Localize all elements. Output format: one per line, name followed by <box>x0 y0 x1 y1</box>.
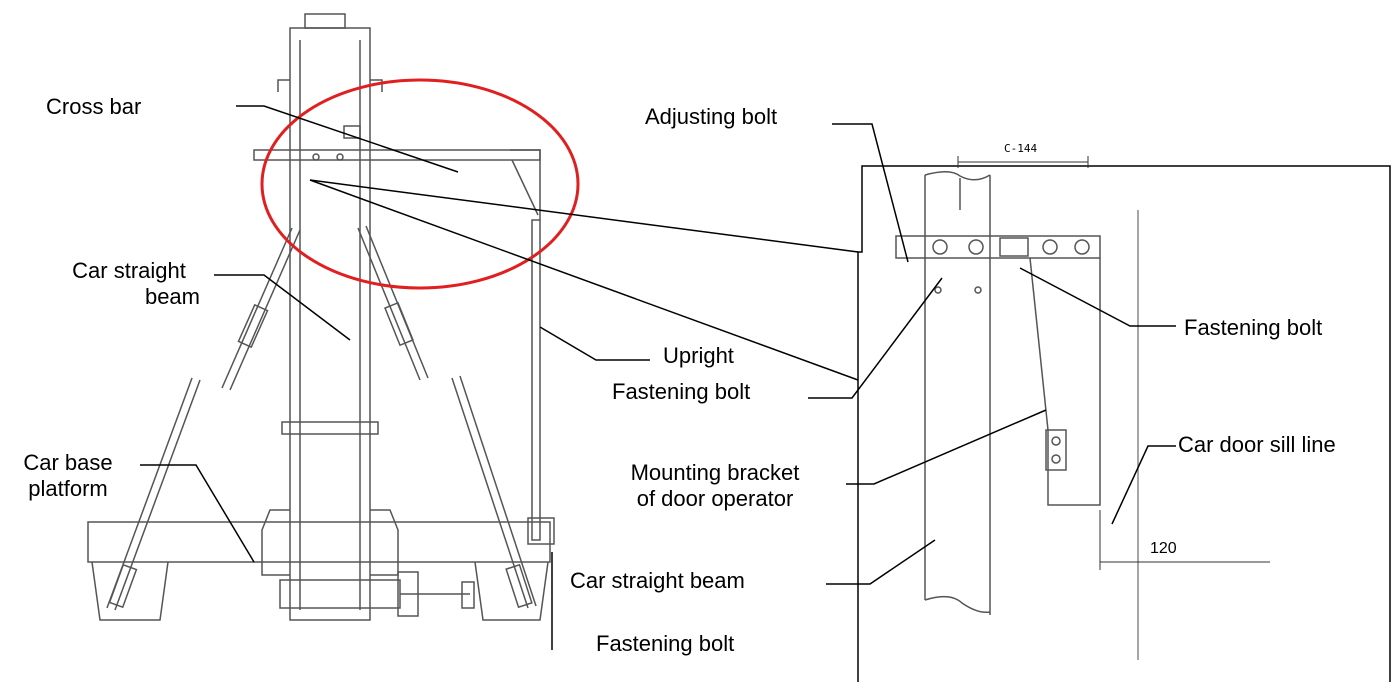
label-car-base-platform: Car base platform <box>6 450 130 502</box>
beam-top-right-bracket <box>370 79 383 92</box>
leader-adjusting-bolt <box>832 123 909 263</box>
pull-rod-upper-right <box>357 227 421 381</box>
turnbuckle-lower-right <box>505 563 533 609</box>
leader-fastening-bolt-right <box>1019 267 1176 327</box>
platform-left-foot <box>91 561 169 621</box>
label-car-door-sill-line: Car door sill line <box>1178 432 1336 457</box>
leader-zoom-lower <box>309 179 859 381</box>
detail-beam-top-break <box>924 171 991 181</box>
cross-bar-bolt-block <box>343 125 361 139</box>
car-frame-drawing <box>87 13 555 621</box>
label-cross-bar: Cross bar <box>46 94 142 119</box>
base-gusset-right <box>370 509 399 576</box>
cross-bar-gusset <box>511 159 539 216</box>
leader-car-base-platform <box>140 464 255 563</box>
beam-top-left-bracket <box>277 79 290 92</box>
pull-rod-lower-right-b <box>459 375 537 607</box>
pull-rod-upper-right-b <box>365 225 429 379</box>
label-car-straight-beam-left-line2: beam <box>144 284 200 309</box>
detail-adjusting-block <box>999 237 1029 257</box>
detail-bolt-1 <box>932 239 948 255</box>
beam-top-cap <box>304 13 346 29</box>
detail-beam-bottom-break <box>924 595 991 614</box>
label-mounting-bracket: Mounting bracket of door operator <box>588 460 842 512</box>
label-car-base-platform-line1: Car base <box>23 450 113 475</box>
beam-clamp-band <box>281 421 379 435</box>
highlight-ellipse <box>260 78 580 290</box>
leader-cross-bar <box>236 105 459 173</box>
base-gusset-left <box>261 509 290 576</box>
detail-frame <box>857 165 1391 682</box>
label-mounting-bracket-line2: of door operator <box>636 486 794 511</box>
cross-bar-hole-2 <box>336 153 344 161</box>
leader-car-straight-beam-right <box>826 539 936 585</box>
detail-bolt-2 <box>968 239 984 255</box>
dimension-sill-offset: 120 <box>1150 540 1177 557</box>
label-fastening-bolt-bottom: Fastening bolt <box>596 631 735 656</box>
label-adjusting-bolt: Adjusting bolt <box>645 104 778 129</box>
safety-gear-collar <box>397 571 419 617</box>
turnbuckle-lower-left <box>108 563 138 609</box>
detail-hole-2 <box>974 286 982 294</box>
label-fastening-bolt-right: Fastening bolt <box>1184 315 1323 340</box>
turnbuckle-upper-right <box>384 301 414 347</box>
label-car-base-platform-line2: platform <box>28 476 108 501</box>
label-upright: Upright <box>663 343 734 368</box>
car-base-platform-shape <box>87 521 551 563</box>
label-car-straight-beam-left-line1: Car straight <box>72 258 186 283</box>
leader-car-door-sill-line <box>1111 445 1176 525</box>
leader-fastening-bolt-middle <box>808 277 943 399</box>
upright-shape <box>531 219 541 541</box>
detail-bracket-plate <box>1045 429 1067 471</box>
leader-lines <box>140 105 1176 650</box>
label-mounting-bracket-line1: Mounting bracket <box>630 460 800 485</box>
cross-bar-end-bracket <box>510 149 541 220</box>
cross-bar-hole-1 <box>312 153 320 161</box>
label-car-straight-beam-right: Car straight beam <box>570 568 745 593</box>
platform-right-foot <box>474 561 549 621</box>
label-fastening-bolt-middle: Fastening bolt <box>612 379 751 404</box>
label-car-straight-beam-left: Car straight beam <box>54 258 204 310</box>
safety-gear-housing <box>279 579 401 609</box>
detail-drawing <box>895 156 1270 660</box>
pull-rod-upper-left-b <box>221 227 293 389</box>
detail-bolt-3 <box>1042 239 1058 255</box>
turnbuckle-upper-left <box>237 303 269 349</box>
leader-zoom-upper <box>309 179 859 253</box>
detail-mounting-bracket <box>1029 257 1101 506</box>
detail-bracket-bolt-2 <box>1051 454 1061 464</box>
detail-hole-1 <box>934 286 942 294</box>
leader-upright <box>539 326 650 361</box>
detail-bolt-4 <box>1074 239 1090 255</box>
upright-foot-bracket <box>527 517 555 545</box>
leader-car-straight-beam-left <box>214 274 351 341</box>
pull-rod-lower-right <box>451 377 529 609</box>
leader-mounting-bracket <box>846 409 1047 485</box>
pull-rod-lower-left <box>114 379 201 611</box>
detail-bracket-bolt-1 <box>1051 436 1061 446</box>
detail-cross-bar <box>895 235 1101 259</box>
dimension-bolt-spacing: C-144 <box>1004 142 1038 155</box>
safety-gear-shaft-end <box>461 581 475 609</box>
